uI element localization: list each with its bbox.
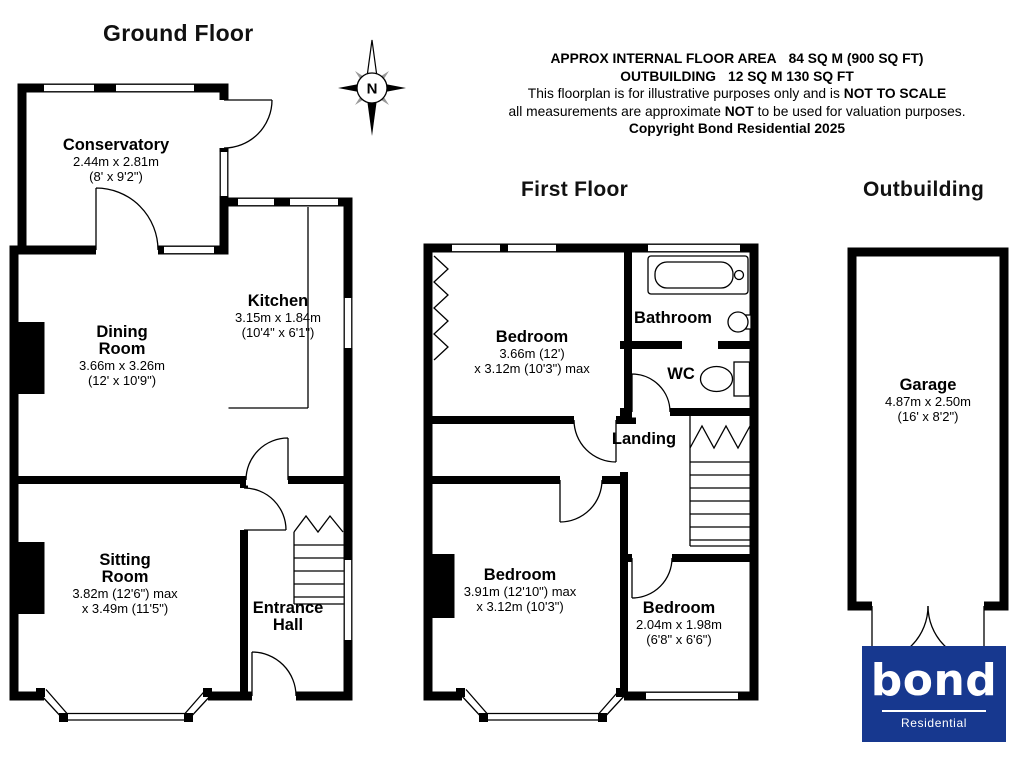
compass-north-label: N — [367, 81, 378, 98]
chimney-breast — [423, 554, 455, 618]
room-name: Bedroom — [495, 328, 569, 346]
room-dims: 4.87m x 2.50m — [885, 394, 971, 409]
measurements-text: all measurements are approximate — [508, 103, 725, 119]
radiator-zigzag — [433, 255, 449, 361]
ground-floor-header: Ground Floor — [103, 20, 254, 46]
disclaimer: APPROX INTERNAL FLOOR AREA 84 SQ M (900 S… — [452, 50, 1022, 138]
room-name: Kitchen — [247, 292, 309, 310]
ground-wall-openings — [44, 82, 354, 702]
ground-windows — [44, 83, 353, 640]
first-floor-plan — [423, 242, 759, 722]
kitchen-divider — [228, 207, 309, 409]
ground-door-arcs — [95, 99, 297, 697]
bathtub — [647, 255, 749, 295]
room-label-conservatory: Conservatory 2.44m x 2.81m (8' x 9'2") — [63, 137, 169, 183]
room-label-dining-room: Dining Room 3.66m x 3.26m (12' x 10'9") — [79, 324, 165, 387]
first-windows — [452, 243, 740, 701]
first-wall-openings — [452, 242, 740, 702]
ground-staircase — [293, 514, 344, 605]
room-name: Room — [98, 340, 146, 358]
room-dims: 2.04m x 1.98m — [636, 617, 722, 632]
room-label-bedroom-3: Bedroom 2.04m x 1.98m (6'8" x 6'6") — [636, 600, 722, 646]
room-name: Hall — [272, 616, 304, 634]
toilet — [699, 361, 751, 397]
room-name: Garage — [899, 376, 957, 394]
ground-bay-window — [36, 688, 213, 722]
room-name: Landing — [611, 430, 677, 448]
chimney-breast — [9, 322, 45, 394]
room-label-wc: WC — [667, 366, 695, 383]
room-name: Bedroom — [483, 566, 557, 584]
room-name: Room — [101, 568, 149, 586]
ground-floor-plan — [9, 82, 354, 722]
compass: N — [338, 39, 406, 136]
not-to-scale-text: This floorplan is for illustrative purpo… — [527, 86, 844, 101]
not-to-scale-line: This floorplan is for illustrative purpo… — [452, 85, 1022, 103]
room-label-sitting-room: Sitting Room 3.82m (12'6") max x 3.49m (… — [72, 552, 177, 615]
room-label-kitchen: Kitchen 3.15m x 1.84m (10'4" x 6'1") — [235, 293, 321, 339]
first-floor-header: First Floor — [521, 178, 629, 201]
room-dims: (10'4" x 6'1") — [241, 324, 315, 340]
measurements-line: all measurements are approximate NOT to … — [452, 103, 1022, 121]
logo-sub-text: Residential — [901, 715, 967, 730]
logo-divider — [882, 709, 986, 712]
copyright-line: Copyright Bond Residential 2025 — [628, 121, 846, 136]
room-label-bathroom: Bathroom — [634, 310, 712, 327]
room-name: Dining — [96, 323, 148, 341]
compass-hub — [356, 72, 388, 104]
room-dims: x 3.49m (11'5") — [81, 600, 169, 616]
bond-residential-logo: bond Residential — [862, 646, 1006, 742]
outbuilding-area-label: OUTBUILDING — [620, 68, 717, 84]
outbuilding-plan — [847, 247, 1009, 663]
not-to-scale-bold: NOT TO SCALE — [843, 86, 947, 101]
outbuilding-header: Outbuilding — [863, 178, 985, 201]
first-staircase — [689, 416, 751, 547]
room-label-bedroom-1: Bedroom 3.66m (12') x 3.12m (10'3") max — [474, 329, 589, 375]
room-label-entrance-hall: Entrance Hall — [253, 600, 324, 634]
room-dims: 3.82m (12'6") max — [72, 586, 178, 601]
room-dims: 3.66m (12') — [499, 346, 565, 361]
room-name: Bedroom — [642, 599, 716, 617]
room-dims: x 3.12m (10'3") max — [474, 360, 590, 376]
room-name: WC — [667, 365, 695, 383]
measurements-bold: NOT — [724, 103, 754, 119]
chimney-breast — [9, 542, 45, 614]
outbuilding-area-line: OUTBUILDING 12 SQ M 130 SQ FT — [452, 68, 1022, 86]
garage-walls — [847, 247, 1009, 611]
room-name: Bathroom — [634, 309, 712, 327]
room-dims: (12' x 10'9") — [87, 372, 157, 388]
room-dims: 3.66m x 3.26m — [79, 358, 165, 373]
outbuilding-area-value: 12 SQ M 130 SQ FT — [728, 68, 854, 84]
room-dims: x 3.12m (10'3") — [476, 598, 564, 614]
room-dims: (16' x 8'2") — [897, 408, 959, 424]
room-label-landing: Landing — [612, 431, 676, 448]
first-bay-window — [456, 688, 627, 722]
room-name: Entrance — [252, 599, 324, 617]
logo-brand-text: bond — [870, 654, 998, 706]
measurements-text-2: to be used for valuation purposes. — [753, 103, 966, 119]
room-name: Conservatory — [62, 136, 170, 154]
room-dims: (6'8" x 6'6") — [646, 631, 712, 647]
room-dims: 3.91m (12'10") max — [463, 584, 577, 599]
first-door-arcs — [559, 373, 673, 599]
floor-area-value: 84 SQ M (900 SQ FT) — [788, 51, 924, 66]
floor-area-label: APPROX INTERNAL FLOOR AREA — [550, 51, 777, 66]
ground-interior-walls — [10, 476, 352, 700]
room-dims: 2.44m x 2.81m — [73, 154, 159, 169]
washbasin — [727, 311, 752, 333]
room-dims: (8' x 9'2") — [89, 168, 143, 184]
room-label-bedroom-2: Bedroom 3.91m (12'10") max x 3.12m (10'3… — [464, 567, 577, 613]
room-label-garage: Garage 4.87m x 2.50m (16' x 8'2") — [885, 377, 971, 423]
floor-area-line: APPROX INTERNAL FLOOR AREA 84 SQ M (900 S… — [452, 50, 1022, 68]
room-name: Sitting — [99, 551, 151, 569]
room-dims: 3.15m x 1.84m — [235, 310, 321, 325]
